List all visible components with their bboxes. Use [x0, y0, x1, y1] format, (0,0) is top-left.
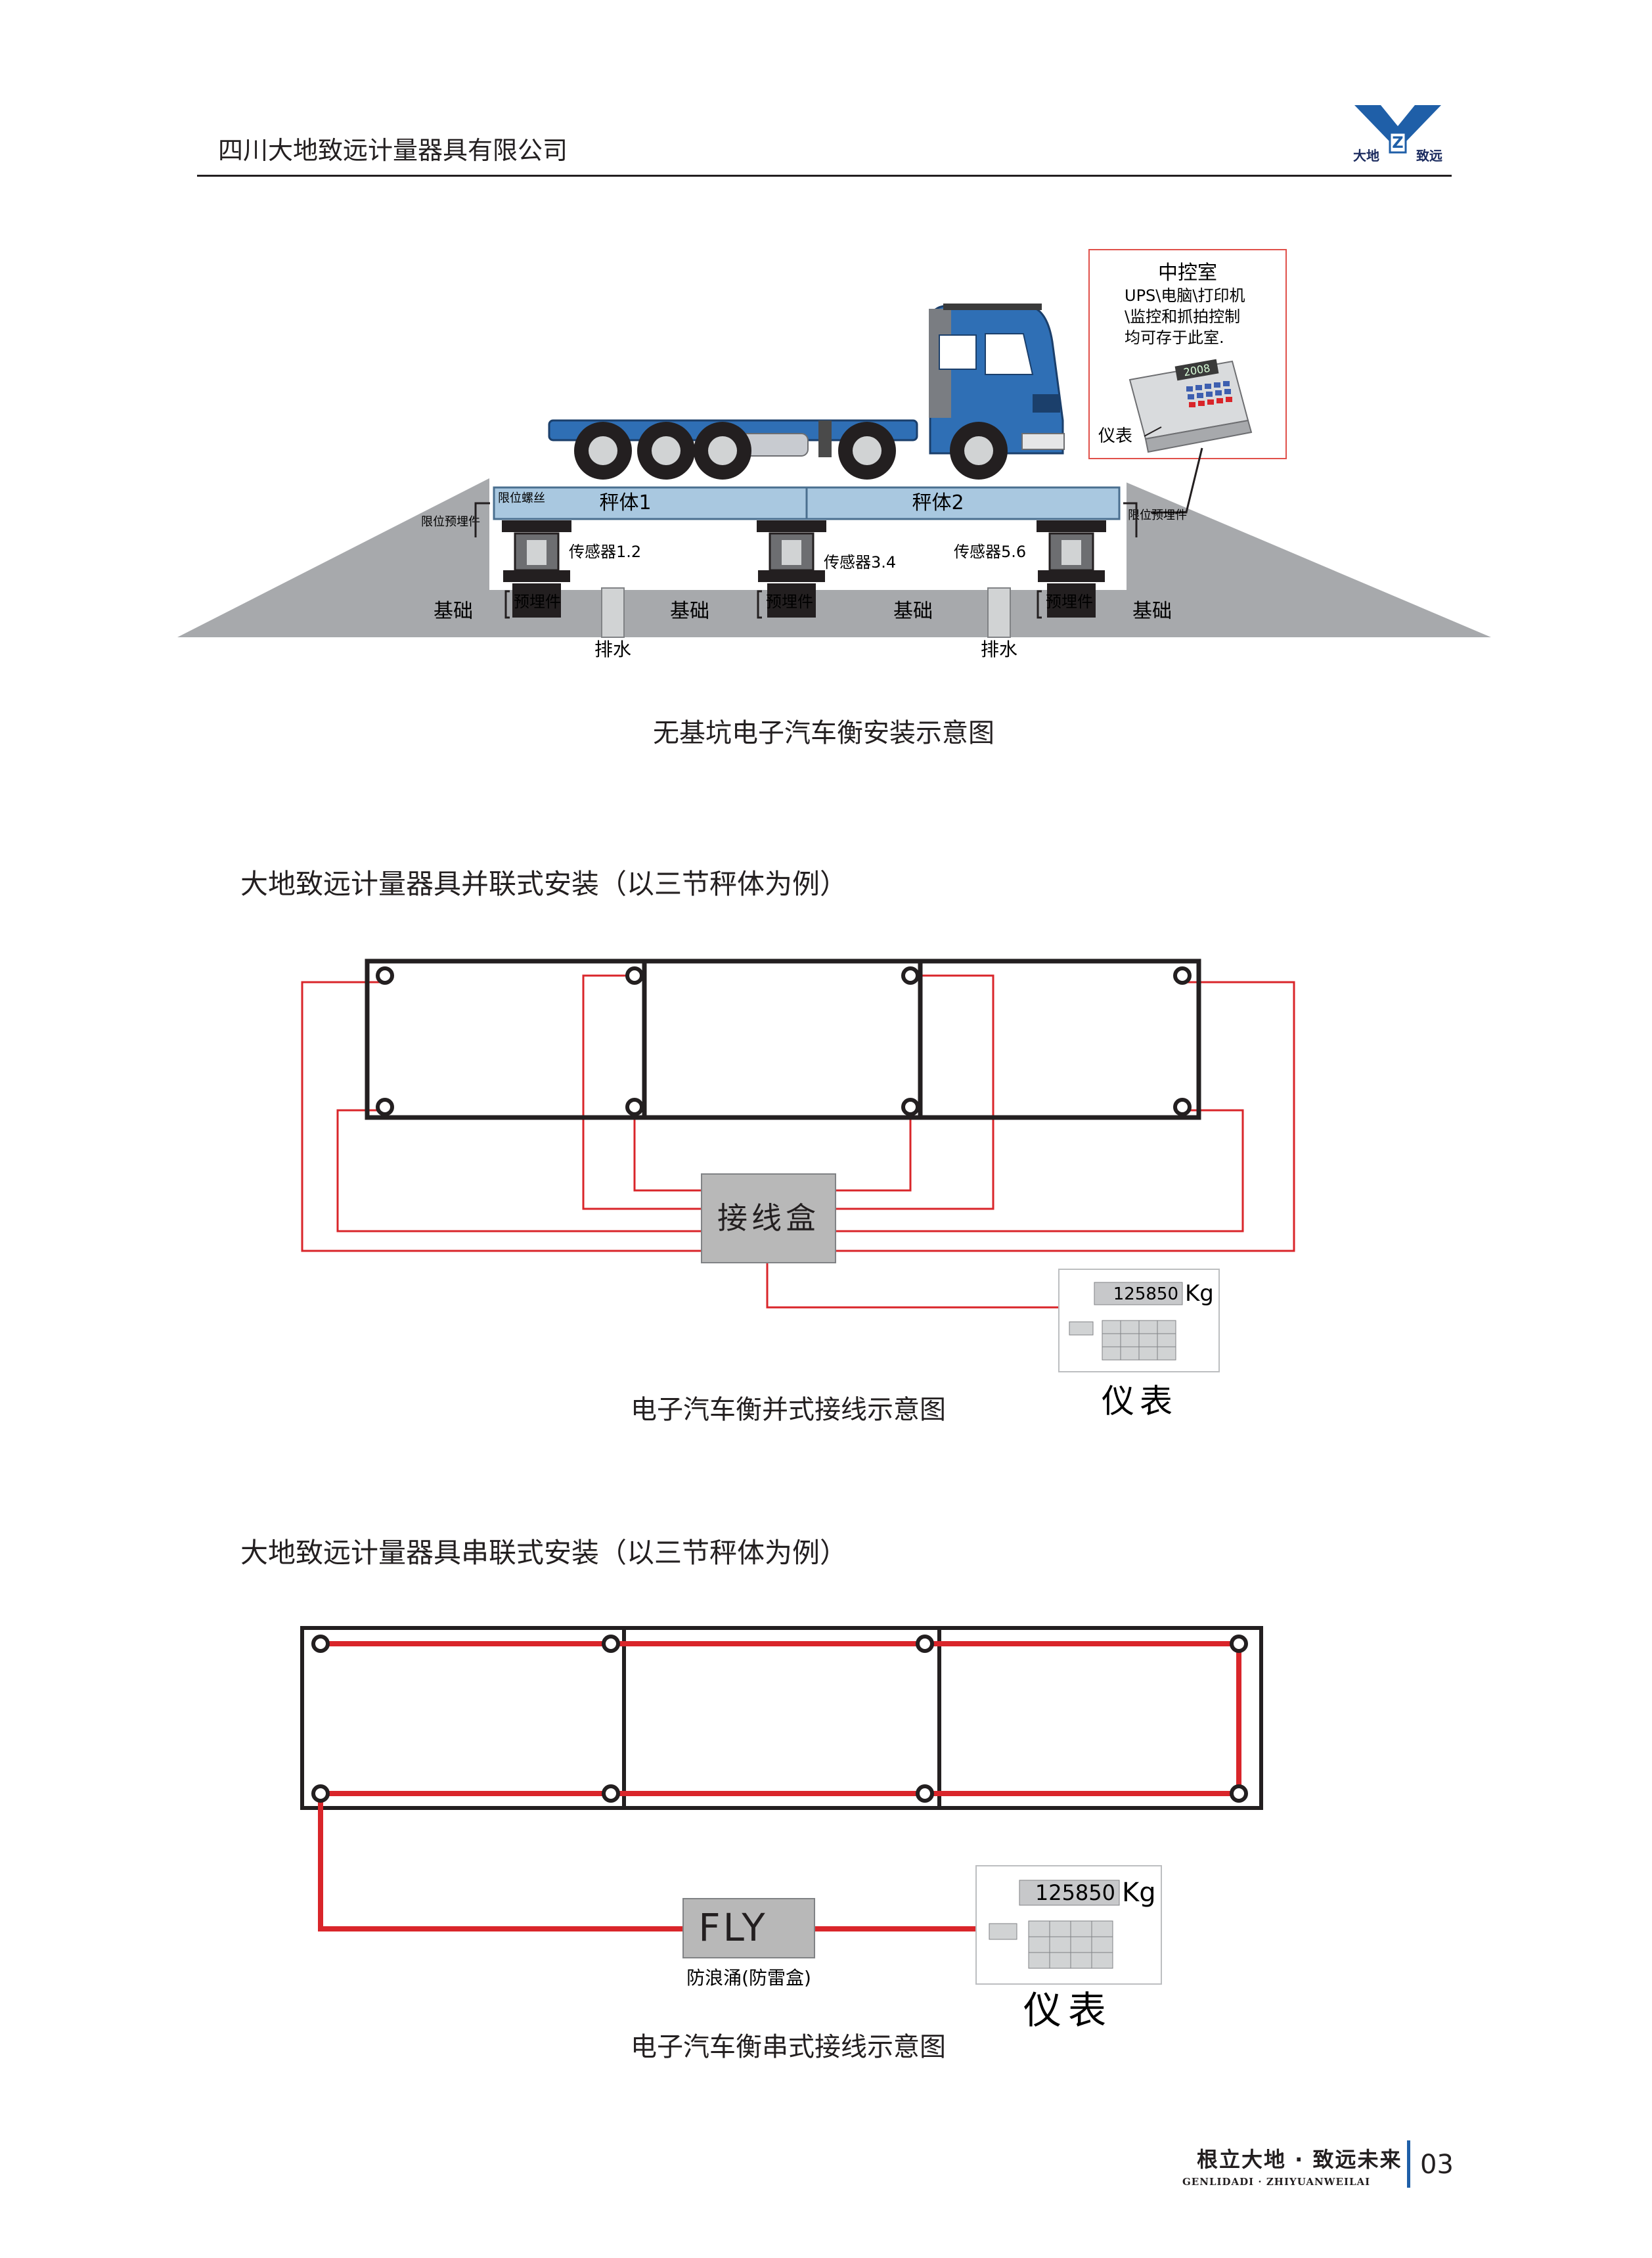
junction-box-label: 接线盒 — [717, 1200, 820, 1236]
series-wiring-diagram: FLY 防浪涌(防雷盒) 125850 Kg 仪表 — [300, 1626, 1263, 2033]
surge-protector-label: 防浪涌(防雷盒) — [686, 1967, 811, 1989]
control-room-line-1: UPS\电脑\打印机 — [1125, 286, 1245, 305]
embed-label-2: 预埋件 — [766, 593, 813, 611]
series-meter-value: 125850 — [1035, 1880, 1115, 1905]
parallel-wires — [301, 974, 1295, 1309]
sensor-12-label: 传感器1.2 — [569, 543, 641, 561]
scale-body-2 — [805, 486, 1121, 520]
foundation-label-4: 基础 — [1132, 600, 1172, 623]
limit-bolt-label: 限位螺丝 — [498, 491, 545, 505]
footer-divider — [1407, 2140, 1410, 2188]
scale-body-1-label: 秤体1 — [599, 491, 651, 514]
load-cell-support-2 — [757, 520, 826, 618]
drain-label-1: 排水 — [594, 639, 631, 660]
series-wires — [318, 1641, 1241, 1931]
control-room-line-2: \监控和抓拍控制 — [1125, 307, 1240, 326]
svg-text:致远: 致远 — [1416, 148, 1442, 164]
drain-label-2: 排水 — [981, 639, 1017, 660]
series-section-title: 大地致远计量器具串联式安装（以三节秤体为例） — [240, 1537, 848, 1569]
series-meter-keypad — [1028, 1920, 1113, 1969]
surge-protector-text: FLY — [698, 1905, 767, 1950]
installation-diagram: 中控室 UPS\电脑\打印机 \监控和抓拍控制 均可存于此室. 2008 仪表 … — [177, 249, 1491, 660]
parallel-meter-label: 仪表 — [1102, 1382, 1178, 1420]
foundation-label-3: 基础 — [893, 600, 933, 623]
parallel-section-title: 大地致远计量器具并联式安装（以三节秤体为例） — [240, 868, 848, 900]
company-logo: Z 大地 致远 — [1353, 105, 1442, 164]
parallel-wiring-diagram: 接线盒 125850 Kg 仪表 — [301, 959, 1295, 1420]
meter-label: 仪表 — [1098, 426, 1132, 446]
header-rule — [197, 175, 1452, 177]
parallel-meter-unit: Kg — [1185, 1280, 1214, 1307]
limit-embed-left-label: 限位预埋件 — [421, 515, 480, 529]
embed-label-1: 预埋件 — [514, 593, 561, 611]
junction-box — [701, 1173, 836, 1263]
series-load-cells — [311, 1635, 1248, 1803]
limit-embed-right-label: 限位预埋件 — [1128, 508, 1187, 522]
surge-protector-box — [682, 1898, 815, 1958]
series-meter-label: 仪表 — [1023, 1988, 1113, 2033]
parallel-meter-value: 125850 — [1113, 1284, 1178, 1304]
parallel-meter-keypad — [1102, 1320, 1176, 1361]
sensor-34-label: 传感器3.4 — [824, 553, 896, 572]
drain-2 — [987, 587, 1011, 638]
scale-body-2-label: 秤体2 — [912, 491, 964, 514]
parallel-load-cells — [376, 966, 1192, 1116]
foundation-label-2: 基础 — [670, 600, 709, 623]
footer-slogan-en: GENLIDADI · ZHIYUANWEILAI — [1182, 2176, 1371, 2188]
control-room-title: 中控室 — [1158, 261, 1217, 284]
series-platforms — [300, 1626, 1263, 1810]
embed-label-3: 预埋件 — [1046, 593, 1093, 611]
parallel-platforms — [365, 959, 1201, 1120]
svg-text:Z: Z — [1392, 133, 1403, 152]
load-cell-support-1 — [502, 520, 571, 618]
svg-text:大地: 大地 — [1353, 148, 1379, 164]
figure2-caption: 电子汽车衡并式接线示意图 — [631, 1395, 946, 1425]
scale-body-1 — [493, 486, 808, 520]
indicator-device-icon: 2008 — [1128, 359, 1253, 453]
figure3-caption: 电子汽车衡串式接线示意图 — [631, 2032, 946, 2062]
footer-slogan-cn: 根立大地 · 致远未来 — [1197, 2147, 1402, 2172]
truck-icon — [548, 304, 1065, 457]
figure1-caption: 无基坑电子汽车衡安装示意图 — [653, 718, 994, 748]
load-cell-support-3 — [1037, 520, 1106, 618]
drain-1 — [601, 587, 625, 638]
control-room-line-3: 均可存于此室. — [1125, 328, 1224, 347]
signal-cable — [1151, 447, 1203, 514]
page-number: 03 — [1420, 2150, 1454, 2180]
sensor-56-label: 传感器5.6 — [954, 543, 1026, 561]
foundation-label-1: 基础 — [434, 600, 473, 623]
series-meter-unit: Kg — [1122, 1878, 1156, 1908]
company-name: 四川大地致远计量器具有限公司 — [218, 136, 568, 165]
